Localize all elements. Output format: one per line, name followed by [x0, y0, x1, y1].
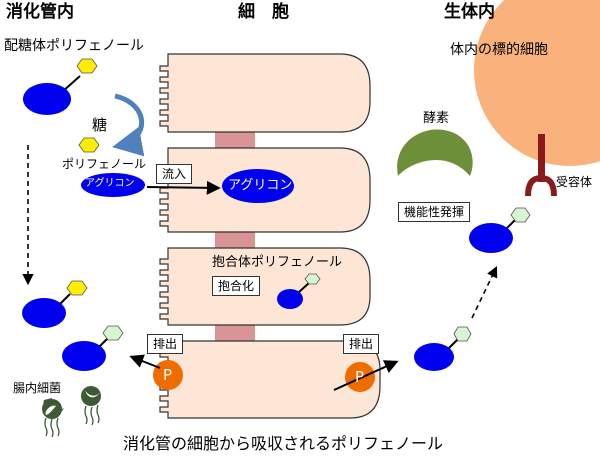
- heading-in-body: 生体内: [444, 2, 495, 22]
- glycoside-molecule: [22, 280, 88, 328]
- intestinal-cell: [159, 53, 371, 133]
- conjugate-molecule: [414, 326, 472, 371]
- aglycone-small: [81, 173, 145, 197]
- label-gut-bacteria: 腸内細菌: [13, 381, 62, 395]
- label-aglycone-cell: アグリコン: [228, 178, 293, 193]
- conjugate-molecule: [277, 273, 321, 309]
- box-function: 機能性発揮: [398, 202, 471, 222]
- label-aglycone-small: アグリコン: [85, 178, 135, 189]
- label-sugar: 糖: [92, 116, 108, 134]
- excretion-arrow: [129, 354, 161, 369]
- excretion-arrow: [333, 360, 399, 391]
- sugar-icon: [78, 137, 100, 153]
- label-phosphate: P: [163, 366, 173, 384]
- label-receptor: 受容体: [556, 175, 593, 189]
- inflow-arrow: [146, 180, 221, 195]
- phosphate-icon: [153, 360, 183, 390]
- glycoside-molecule: [23, 58, 98, 115]
- label-glycoside-polyphenol: 配糖体ポリフェノール: [4, 38, 144, 54]
- label-conjugated-polyphenol: 抱合体ポリフェノール: [212, 255, 343, 270]
- box-excretion-right: 排出: [343, 334, 380, 354]
- box-conjugation: 抱合化: [212, 276, 261, 296]
- receptor-icon: [525, 134, 557, 197]
- phosphate-icon: [345, 362, 375, 392]
- bacteria-icon: [81, 386, 101, 426]
- aglycone-in-cell: [222, 169, 294, 203]
- curved-arrow-icon: [112, 93, 145, 157]
- enzyme-icon: [397, 129, 473, 176]
- conjugate-molecule: [62, 325, 124, 371]
- box-excretion-left: 排出: [147, 334, 184, 354]
- heading-digestive-tract: 消化管内: [6, 2, 74, 22]
- label-target-cell: 体内の標的細胞: [450, 42, 548, 58]
- box-inflow: 流入: [156, 164, 193, 184]
- label-phosphate: P: [355, 368, 365, 386]
- target-cell: [474, 0, 600, 166]
- conjugate-molecule: [469, 207, 531, 253]
- label-enzyme: 酵素: [423, 111, 450, 126]
- label-polyphenol: ポリフェノール: [62, 157, 147, 171]
- dashed-up-arrow: [471, 265, 498, 319]
- intestinal-cell: [159, 247, 371, 326]
- heading-cell: 細 胞: [238, 2, 289, 22]
- diagram-caption: 消化管の細胞から吸収されるポリフェノール: [123, 434, 444, 453]
- bacteria-icon: [42, 398, 64, 438]
